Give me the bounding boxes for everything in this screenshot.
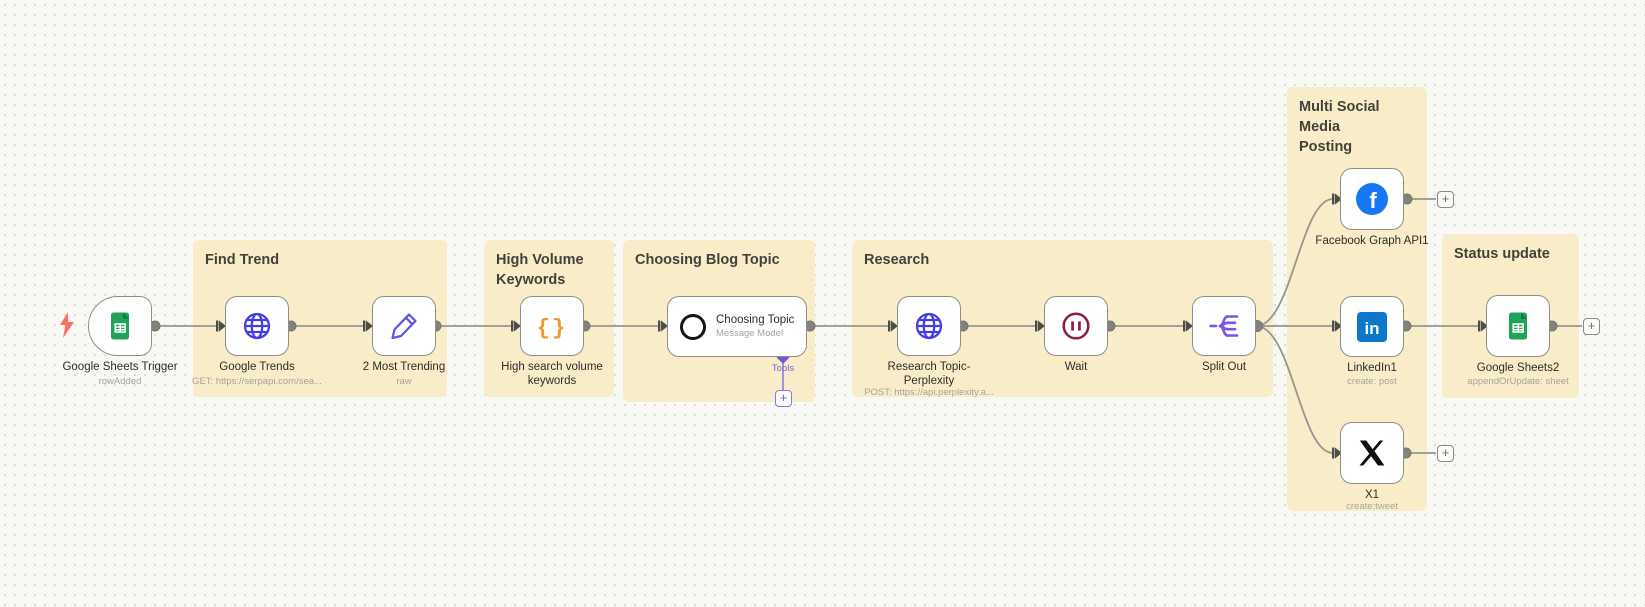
braces-icon: {}	[537, 316, 567, 341]
add-node-button-x[interactable]: +	[1437, 445, 1454, 462]
input-port	[1332, 447, 1342, 459]
node-google-sheets-trigger[interactable]	[88, 296, 152, 356]
input-port	[1035, 320, 1045, 332]
node-label: Split Out	[1201, 361, 1247, 373]
input-port	[1332, 320, 1342, 332]
node-label: Wait	[1064, 361, 1088, 373]
node-subtitle: raw	[396, 376, 412, 387]
group-title-multi-social-media-posting: Multi Social Media Posting	[1299, 99, 1380, 155]
node-x[interactable]	[1340, 422, 1404, 484]
group-title-choosing-blog-topic: Choosing Blog Topic	[635, 252, 780, 268]
group-title-high-volume-keywords: High Volume Keywords	[496, 252, 584, 288]
node-linkedin[interactable]: in	[1340, 296, 1404, 357]
node-label: Google Trends	[219, 361, 295, 373]
input-port	[363, 320, 373, 332]
node-subtitle: GET: https://serpapi.com/sea...	[192, 376, 322, 387]
node-label: Facebook Graph API1	[1315, 235, 1429, 247]
node-title: Choosing Topic	[716, 314, 795, 326]
node-subtitle: create: post	[1347, 376, 1397, 387]
split-out-icon	[1209, 315, 1239, 337]
svg-text:{}: {}	[537, 316, 567, 341]
connection	[1255, 325, 1334, 454]
svg-text:f: f	[1369, 188, 1377, 213]
input-port	[658, 320, 668, 332]
node-subtitle: appendOrUpdate: sheet	[1467, 376, 1569, 387]
group-title-find-trend: Find Trend	[205, 252, 280, 268]
linkedin-icon: in	[1357, 311, 1387, 342]
facebook-icon: f	[1356, 183, 1388, 215]
pencil-icon	[391, 313, 417, 340]
node-subtitle: POST: https://api.perplexity.a...	[864, 387, 994, 398]
node-facebook-graph-api[interactable]: f	[1340, 168, 1404, 230]
node-google-trends[interactable]	[225, 296, 289, 356]
node-label: Google Sheets2	[1476, 362, 1560, 374]
node-research-topic-perplexity[interactable]	[897, 296, 961, 356]
group-title-research: Research	[864, 252, 930, 268]
globe-icon	[915, 312, 943, 340]
node-wait[interactable]	[1044, 296, 1108, 356]
node-subtitle: create:tweet	[1346, 501, 1398, 512]
node-2-most-trending[interactable]	[372, 296, 436, 356]
node-label: Google Sheets Trigger	[62, 361, 178, 373]
add-node-button-google-sheets2[interactable]: +	[1583, 318, 1600, 335]
node-label: 2 Most Trending	[362, 361, 446, 373]
globe-icon	[243, 312, 271, 340]
x-icon	[1359, 440, 1385, 466]
add-tool-button[interactable]: +	[775, 390, 792, 407]
node-split-out[interactable]	[1192, 296, 1256, 356]
connection	[1255, 198, 1334, 327]
input-port	[888, 320, 898, 332]
node-label: Research Topic- Perplexity	[887, 361, 971, 388]
input-port	[1478, 320, 1488, 332]
input-port	[1332, 193, 1342, 205]
node-google-sheets2[interactable]	[1486, 295, 1550, 357]
pause-icon	[1062, 312, 1090, 340]
group-title-status-update: Status update	[1454, 246, 1550, 262]
node-label: High search volume keywords	[501, 361, 603, 388]
svg-text:in: in	[1364, 319, 1379, 338]
node-subtitle: rowAdded	[98, 376, 142, 387]
input-port	[1183, 320, 1193, 332]
node-label: X1	[1364, 489, 1380, 501]
node-label: LinkedIn1	[1347, 362, 1397, 374]
node-subtitle: Message Model	[716, 328, 784, 339]
google-sheets-icon	[111, 312, 129, 340]
lightning-bolt-icon	[60, 312, 74, 338]
input-port	[216, 320, 226, 332]
input-port	[511, 320, 521, 332]
google-sheets-icon	[1509, 312, 1527, 340]
tools-connector-label: Tools	[771, 363, 795, 374]
add-node-button-facebook[interactable]: +	[1437, 191, 1454, 208]
node-high-search-volume-keywords[interactable]: {}	[520, 296, 584, 356]
node-choosing-topic[interactable]: Choosing Topic Message Model	[667, 296, 807, 357]
openai-icon	[680, 313, 706, 340]
